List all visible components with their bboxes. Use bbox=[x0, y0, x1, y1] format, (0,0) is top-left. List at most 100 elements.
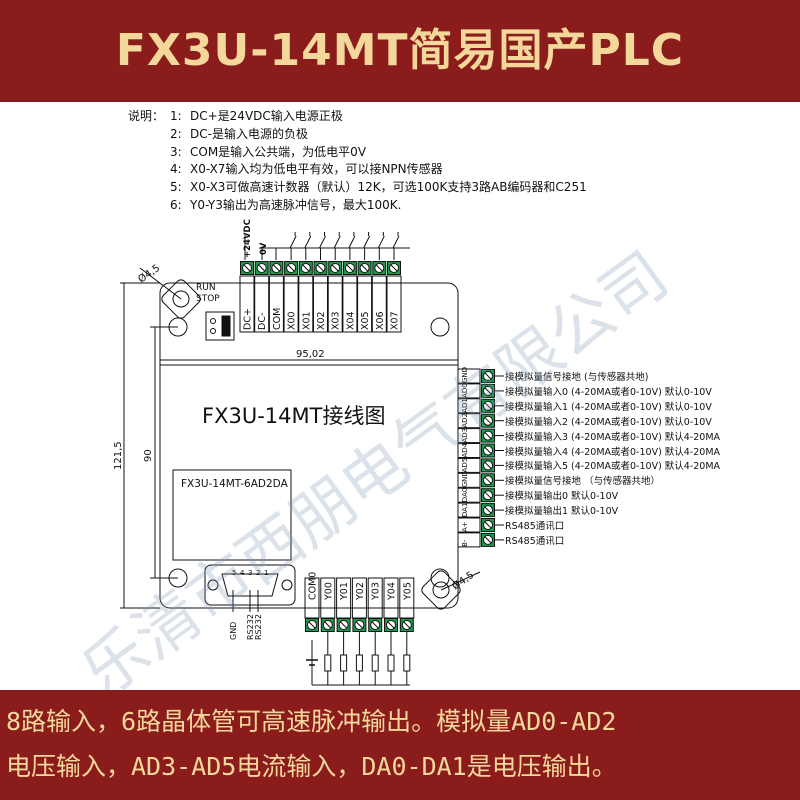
analog-description-note: （与传感器共地） bbox=[584, 476, 661, 488]
output-load bbox=[355, 654, 363, 672]
stop-label: STOP bbox=[196, 294, 220, 304]
footer-line-1: 8路输入，6路晶体管可高速脉冲输出。模拟量AD0-AD2 bbox=[6, 707, 617, 736]
right-terminal-housing bbox=[457, 398, 481, 414]
note-text: COM是输入公共端，为低电平0V bbox=[190, 144, 367, 159]
analog-description-text: RS485通讯口 bbox=[505, 535, 565, 547]
right-terminal-slot bbox=[484, 372, 492, 380]
right-terminal-label: AD1 bbox=[461, 398, 469, 413]
analog-description-text: 接模拟量输入3 bbox=[505, 431, 569, 443]
right-terminal-slot bbox=[484, 402, 492, 410]
top-terminal-slot bbox=[331, 264, 339, 272]
top-terminal-slot bbox=[346, 264, 354, 272]
serial-port-label: RS232 bbox=[254, 614, 263, 640]
mounting-hole bbox=[430, 317, 450, 337]
right-terminal-label: A+ bbox=[461, 521, 469, 532]
analog-description: 接模拟量信号接地（与传感器共地） bbox=[505, 473, 660, 487]
top-terminal-housing bbox=[254, 275, 270, 333]
right-terminal-housing bbox=[457, 532, 481, 548]
analog-description-text: RS485通讯口 bbox=[505, 521, 565, 532]
bottom-terminal-label: Y05 bbox=[402, 582, 413, 601]
switch-dot bbox=[210, 318, 216, 324]
output-load bbox=[371, 654, 379, 672]
top-terminal-housing bbox=[357, 275, 373, 333]
right-terminal-label: DA0 bbox=[461, 488, 469, 503]
bottom-terminal-label: Y04 bbox=[387, 582, 398, 601]
right-terminal-label: AD4 bbox=[461, 442, 469, 457]
right-terminal-label: AD0 bbox=[461, 383, 469, 398]
serial-pin-label: 1 bbox=[264, 569, 268, 577]
top-terminal-housing bbox=[371, 275, 387, 333]
diagram-title: FX3U-14MT接线图 bbox=[202, 404, 385, 428]
analog-description-text: 接模拟量信号接地 bbox=[505, 372, 582, 383]
run-stop-switch bbox=[205, 311, 235, 341]
right-terminal-slot bbox=[484, 417, 492, 425]
analog-description: 接模拟量输入2(4-20MA或者0-10V) 默认0-10V bbox=[505, 414, 712, 428]
serial-pin-label: 2 bbox=[256, 569, 260, 577]
serial-port-label: GND bbox=[229, 622, 238, 640]
top-terminal-housing bbox=[268, 275, 284, 333]
footer-line-2: 电压输入，AD3-AD5电流输入，DA0-DA1是电压输出。 bbox=[6, 752, 617, 781]
right-terminal-slot bbox=[484, 432, 492, 439]
note-number: 2: bbox=[170, 126, 182, 141]
right-terminal-label: DA1 bbox=[461, 503, 469, 518]
analog-description: 接模拟量输入3(4-20MA或者0-10V) 默认4-20MA bbox=[505, 429, 720, 443]
switch-dot bbox=[210, 328, 216, 334]
right-terminal-label: AD3 bbox=[461, 428, 469, 443]
footer-banner: 8路输入，6路晶体管可高速脉冲输出。模拟量AD0-AD2 电压输入，AD3-AD… bbox=[0, 690, 800, 800]
serial-screw bbox=[281, 579, 293, 591]
dim-hole-bottom: Ø4,5 bbox=[450, 569, 476, 592]
top-terminal-label: X06 bbox=[375, 311, 386, 330]
top-terminal-slot bbox=[317, 264, 324, 272]
analog-description: RS485通讯口 bbox=[505, 518, 564, 532]
note-row: 6: Y0-Y3输出为高速脉冲信号，最大100K. bbox=[128, 197, 587, 215]
top-terminal-slot bbox=[243, 264, 251, 272]
right-terminal-label: AD5 bbox=[461, 458, 469, 473]
top-terminal-label: X04 bbox=[345, 311, 356, 330]
right-terminal-housing bbox=[457, 517, 481, 533]
right-terminal-housing bbox=[457, 457, 481, 473]
mounting-hole-inner bbox=[432, 581, 450, 599]
right-terminal-housing bbox=[457, 502, 481, 518]
top-terminal-housing bbox=[386, 275, 402, 333]
analog-description-note: 默认0-10V bbox=[571, 506, 619, 518]
top-terminal-slot bbox=[302, 264, 310, 272]
switch-lever bbox=[221, 315, 231, 337]
analog-description-text: 接模拟量输入0 bbox=[505, 386, 569, 398]
top-terminal-slot bbox=[390, 264, 398, 272]
right-terminal-housing bbox=[457, 487, 481, 503]
top-terminal-label: DC- bbox=[257, 313, 268, 330]
output-load bbox=[403, 654, 411, 672]
notes-block: 说明： 1: DC+是24VDC输入电源正极 2: DC-是输入电源的负极 3:… bbox=[128, 108, 587, 215]
top-terminal-label: X02 bbox=[316, 311, 327, 330]
top-terminal-label: X05 bbox=[360, 311, 371, 330]
note-row: 3: COM是输入公共端，为低电平0V bbox=[128, 144, 587, 162]
bottom-terminal-slot bbox=[340, 621, 347, 629]
input-switch bbox=[348, 235, 356, 249]
note-number: 1: bbox=[170, 109, 182, 123]
model-label-box bbox=[172, 469, 292, 561]
note-row: 2: DC-是输入电源的负极 bbox=[128, 126, 587, 144]
input-switch bbox=[289, 235, 297, 249]
top-terminal-slot bbox=[273, 264, 280, 272]
output-load bbox=[324, 654, 332, 672]
serial-port-label: RS232 bbox=[246, 614, 255, 640]
dim-height-outer: 121,5 bbox=[113, 441, 124, 470]
bottom-terminal-label: Y02 bbox=[355, 582, 366, 601]
input-switch bbox=[304, 235, 312, 249]
analog-description-note: (4-20MA或者0-10V) 默认4-20MA bbox=[571, 461, 721, 473]
dimension-line bbox=[440, 571, 481, 591]
analog-description-text: 接模拟量输入5 bbox=[505, 461, 569, 473]
mounting-hole-inner bbox=[172, 290, 190, 308]
note-number: 3: bbox=[170, 144, 182, 159]
analog-description: 接模拟量输入1(4-20MA或者0-10V) 默认0-10V bbox=[505, 399, 712, 413]
right-terminal-label: GND bbox=[461, 367, 469, 383]
analog-description-note: (4-20MA或者0-10V) 默认0-10V bbox=[571, 386, 712, 398]
note-number: 6: bbox=[170, 197, 182, 212]
right-terminal-housing bbox=[457, 383, 481, 399]
bottom-terminal-label: Y00 bbox=[323, 582, 334, 601]
top-terminal-slot bbox=[258, 264, 266, 272]
note-number: 5: bbox=[170, 180, 182, 195]
top-terminal-housing bbox=[313, 275, 328, 333]
right-terminal-housing bbox=[457, 368, 481, 384]
